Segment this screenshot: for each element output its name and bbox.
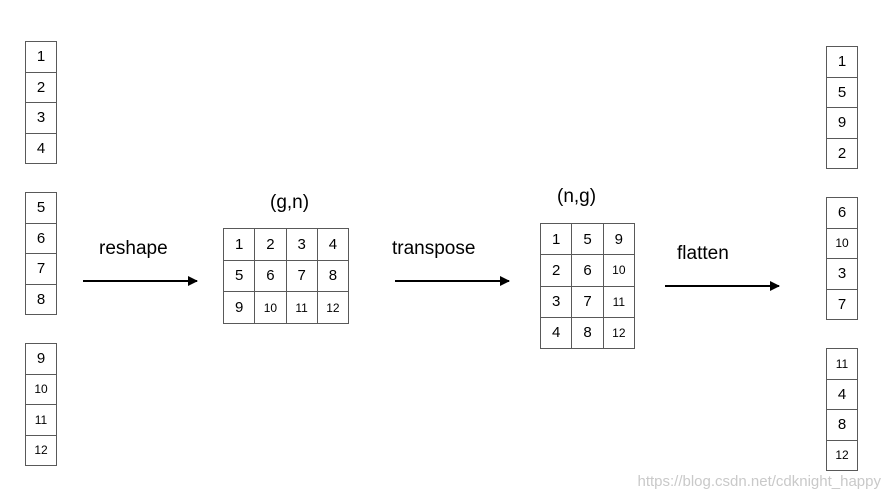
- matrix-cell: 12: [317, 292, 349, 324]
- matrix-cell: 1: [224, 229, 256, 261]
- matrix-cell: 9: [224, 292, 256, 324]
- cell: 11: [826, 348, 858, 380]
- cell: 4: [25, 132, 57, 164]
- matrix-cell: 7: [572, 286, 604, 318]
- cell: 7: [826, 288, 858, 320]
- matrix-cell: 5: [572, 224, 604, 256]
- cell: 7: [25, 253, 57, 285]
- cell: 5: [826, 76, 858, 108]
- cell: 6: [25, 222, 57, 254]
- matrix-cell: 5: [224, 260, 256, 293]
- cell: 5: [25, 192, 57, 224]
- cell: 12: [25, 434, 57, 466]
- matrix-cell: 6: [572, 255, 604, 287]
- cell: 4: [826, 378, 858, 410]
- flatten-label: flatten: [677, 243, 729, 264]
- matrix-cell: 3: [286, 229, 318, 261]
- cell: 1: [25, 41, 57, 73]
- matrix-cell: 4: [541, 317, 573, 349]
- matrix-cell: 12: [603, 317, 635, 349]
- cell: 3: [25, 102, 57, 134]
- matrix-cell: 3: [541, 286, 573, 318]
- matrix-cell: 7: [286, 260, 318, 293]
- matrix-cell: 8: [317, 260, 349, 293]
- matrix-cell: 10: [255, 292, 287, 324]
- matrix-cell: 2: [541, 255, 573, 287]
- cell: 8: [25, 283, 57, 315]
- cell: 11: [25, 404, 57, 436]
- matrix-cell: 8: [572, 317, 604, 349]
- cell: 10: [826, 227, 858, 259]
- cell: 2: [826, 137, 858, 169]
- matrix-cell: 6: [255, 260, 287, 293]
- cell: 6: [826, 197, 858, 229]
- matrix-cell: 9: [603, 224, 635, 256]
- gn-matrix-label: (g,n): [270, 192, 310, 213]
- cell: 8: [826, 409, 858, 441]
- reshape-label: reshape: [99, 238, 168, 259]
- matrix-cell: 11: [603, 286, 635, 318]
- ng-matrix-label: (n,g): [557, 186, 597, 207]
- cell: 12: [826, 439, 858, 471]
- transpose-label: transpose: [392, 238, 476, 259]
- cell: 1: [826, 46, 858, 78]
- matrix-cell: 11: [286, 292, 318, 324]
- matrix-cell: 2: [255, 229, 287, 261]
- matrix-cell: 10: [603, 255, 635, 287]
- matrix-cell: 1: [541, 224, 573, 256]
- matrix-cell: 4: [317, 229, 349, 261]
- cell: 9: [826, 107, 858, 139]
- watermark: https://blog.csdn.net/cdknight_happy: [637, 473, 881, 490]
